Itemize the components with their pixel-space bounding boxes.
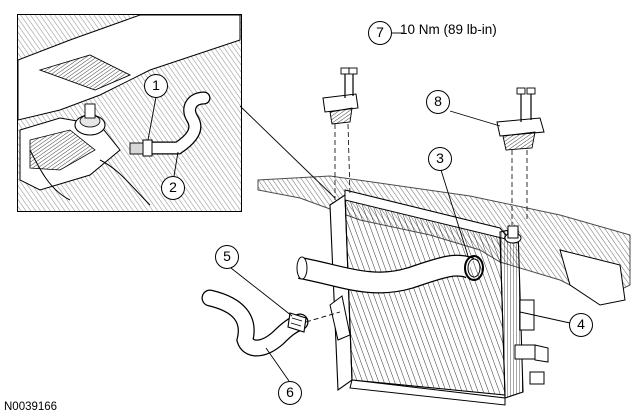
callout-5: 5 [215, 245, 239, 269]
inset-detail-view [18, 15, 241, 211]
right-upper-bracket [496, 87, 545, 225]
callout-2: 2 [161, 176, 185, 200]
callout-1: 1 [144, 74, 168, 98]
callout-leaders [147, 32, 571, 382]
callout-8: 8 [426, 90, 450, 114]
inset-frame [17, 14, 242, 212]
figure-id: N0039166 [4, 401, 58, 413]
left-upper-bracket [322, 67, 359, 200]
callout-6: 6 [278, 381, 302, 405]
callout-7: 7 [368, 21, 392, 45]
lower-radiator-hose [201, 289, 341, 357]
callout-3: 3 [428, 147, 452, 171]
callout-4: 4 [569, 313, 593, 337]
upper-radiator-hose [296, 254, 484, 294]
torque-spec-label: 10 Nm (89 lb-in) [400, 22, 497, 37]
